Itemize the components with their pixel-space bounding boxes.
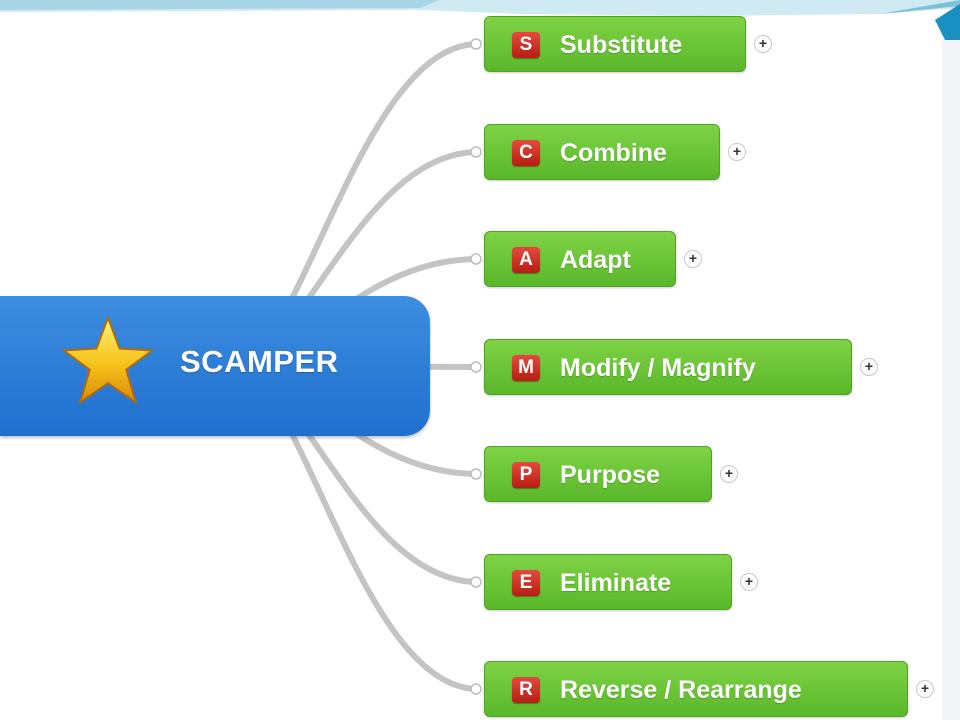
- connector-endpoint: [470, 361, 482, 373]
- branch-node-substitute[interactable]: S Substitute: [484, 16, 746, 72]
- expand-plus-icon[interactable]: +: [740, 573, 758, 591]
- branch-node-label: Reverse / Rearrange: [560, 676, 802, 704]
- expand-plus-icon[interactable]: +: [916, 680, 934, 698]
- expand-plus-icon[interactable]: +: [754, 35, 772, 53]
- branch-node-label: Eliminate: [560, 569, 672, 597]
- expand-plus-icon[interactable]: +: [860, 358, 878, 376]
- top-decorative-banner: [0, 0, 960, 40]
- star-icon: [61, 315, 155, 405]
- branch-node-label: Adapt: [560, 246, 631, 274]
- central-node[interactable]: SCAMPER: [0, 296, 430, 436]
- connector-endpoint: [470, 146, 482, 158]
- letter-badge: C: [512, 140, 540, 166]
- expand-plus-icon[interactable]: +: [728, 143, 746, 161]
- branch-node-label: Substitute: [560, 31, 683, 59]
- branch-node-purpose[interactable]: P Purpose: [484, 446, 712, 502]
- connector-endpoint: [470, 253, 482, 265]
- branch-node-label: Purpose: [560, 461, 661, 489]
- connector-endpoint: [470, 468, 482, 480]
- connector-endpoint: [470, 38, 482, 50]
- letter-badge: A: [512, 247, 540, 273]
- branch-node-label: Combine: [560, 139, 667, 167]
- letter-badge: M: [512, 355, 540, 381]
- connector-endpoint: [470, 683, 482, 695]
- connector-endpoint: [470, 576, 482, 588]
- branch-node-modify-magnify[interactable]: M Modify / Magnify: [484, 339, 852, 395]
- branch-node-reverse-rearrange[interactable]: R Reverse / Rearrange: [484, 661, 908, 717]
- expand-plus-icon[interactable]: +: [720, 465, 738, 483]
- branch-node-adapt[interactable]: A Adapt: [484, 231, 676, 287]
- branch-node-eliminate[interactable]: E Eliminate: [484, 554, 732, 610]
- letter-badge: E: [512, 570, 540, 596]
- letter-badge: R: [512, 677, 540, 703]
- letter-badge: P: [512, 462, 540, 488]
- right-edge-strip: [942, 40, 960, 720]
- letter-badge: S: [512, 32, 540, 58]
- branch-node-combine[interactable]: C Combine: [484, 124, 720, 180]
- branch-node-label: Modify / Magnify: [560, 354, 756, 382]
- expand-plus-icon[interactable]: +: [684, 250, 702, 268]
- central-node-label: SCAMPER: [180, 344, 339, 379]
